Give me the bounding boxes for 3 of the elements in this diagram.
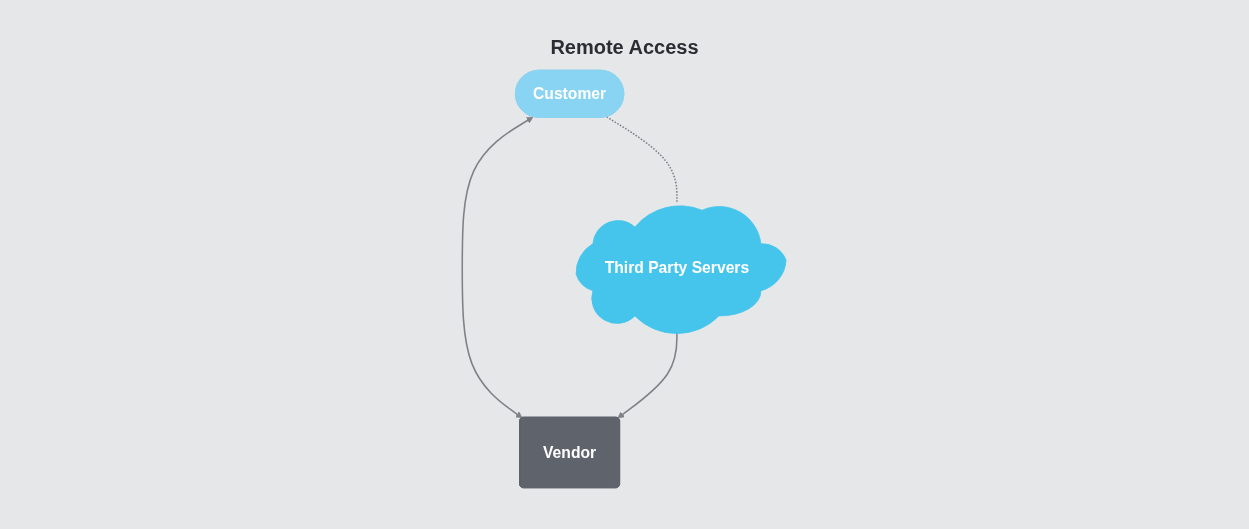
arrow bbox=[461, 116, 534, 419]
connector bbox=[606, 116, 678, 205]
diagram-title: Remote Access bbox=[549, 35, 700, 59]
